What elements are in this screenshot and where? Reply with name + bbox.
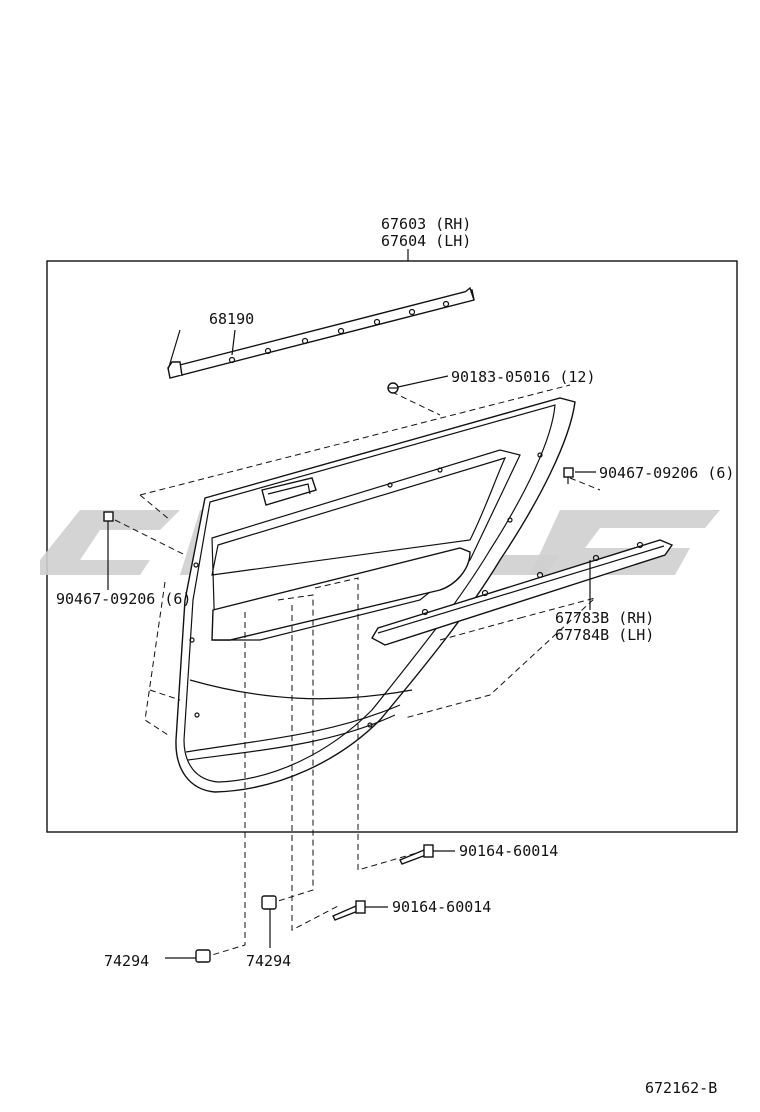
- alignment-lines: [114, 384, 601, 956]
- screw-2-icon: [332, 900, 366, 921]
- label-panel-rh: 67603 (RH): [381, 215, 471, 233]
- door-trim-panel: [175, 397, 576, 793]
- label-clip-right: 90467-09206 (6): [599, 464, 734, 482]
- armrest-part: [371, 539, 674, 646]
- label-armrest-lh: 67784B (LH): [555, 626, 654, 644]
- label-screw-1: 90164-60014: [459, 842, 558, 860]
- assembly-frame: [46, 260, 738, 833]
- cover-left-icon: [195, 949, 211, 963]
- label-cover-mid: 74294: [246, 952, 291, 970]
- label-weatherstrip: 68190: [209, 310, 254, 328]
- label-panel-lh: 67604 (LH): [381, 232, 471, 250]
- screw-1-icon: [399, 844, 434, 865]
- diagram-id: 672162-B: [645, 1079, 717, 1097]
- weatherstrip-part: [167, 286, 475, 379]
- clip-90467-left-icon: [103, 511, 114, 528]
- label-screw-2: 90164-60014: [392, 898, 491, 916]
- label-clip-12: 90183-05016 (12): [451, 368, 596, 386]
- clip-90467-right-icon: [563, 467, 574, 484]
- clip-90183-icon: [387, 382, 399, 394]
- label-cover-left: 74294: [104, 952, 149, 970]
- cover-mid-icon: [261, 895, 277, 910]
- label-clip-left: 90467-09206 (6): [56, 590, 191, 608]
- label-armrest-rh: 67783B (RH): [555, 609, 654, 627]
